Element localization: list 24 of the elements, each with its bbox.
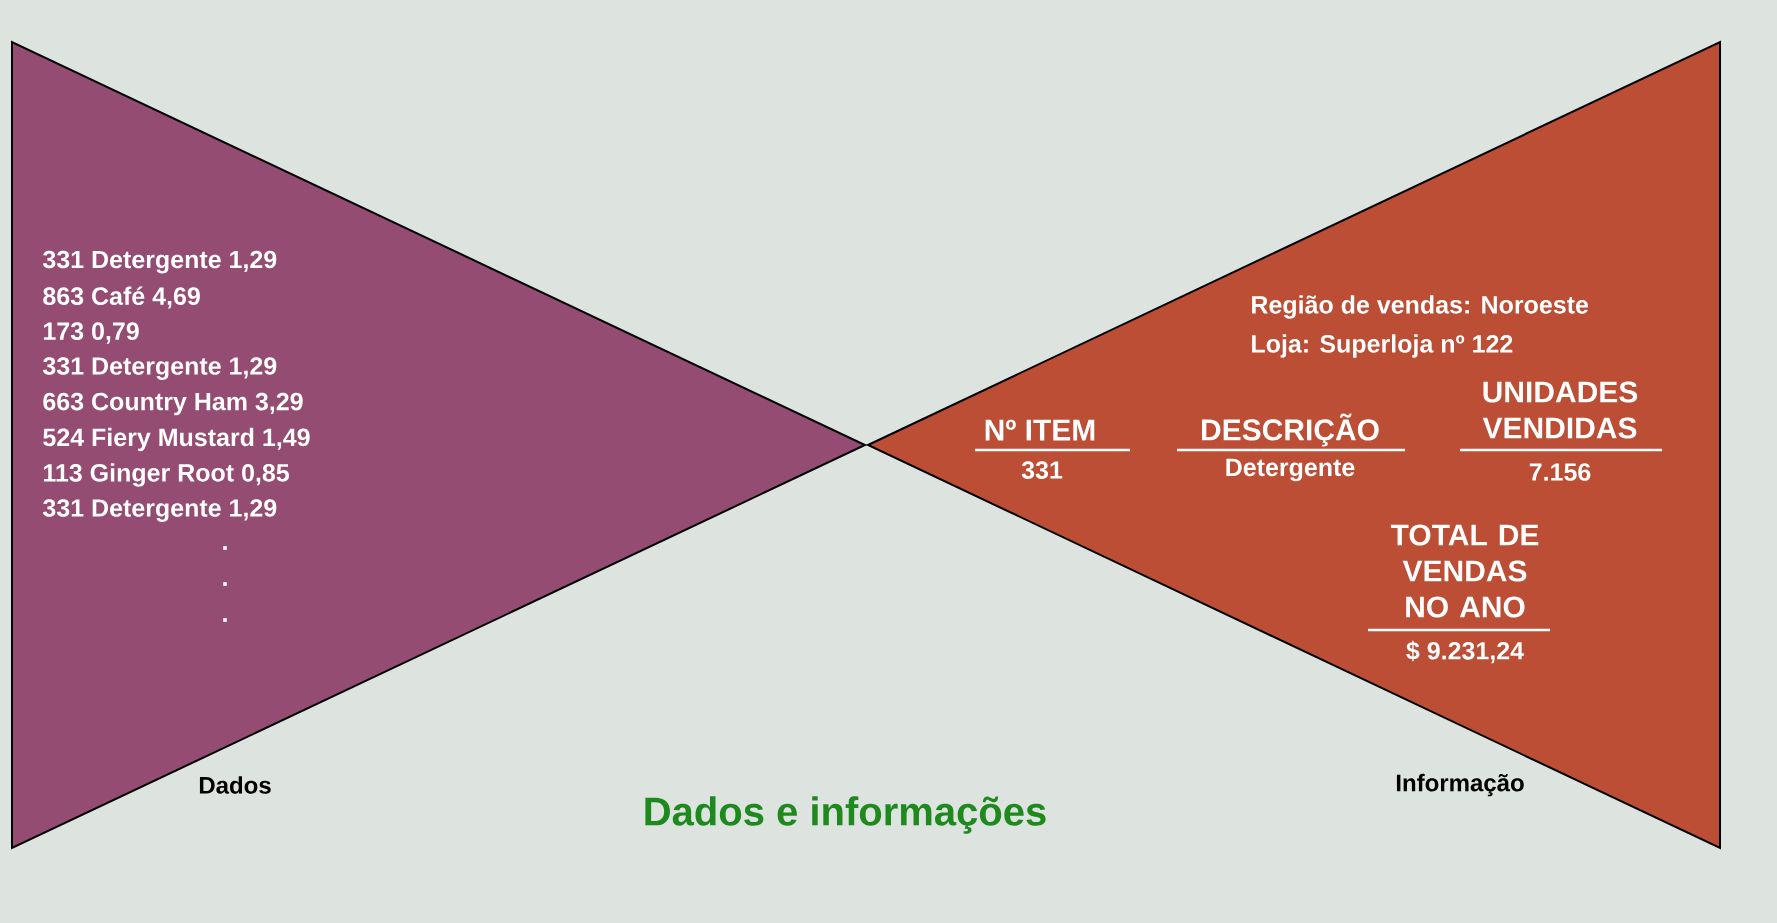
table-value: Detergente <box>1226 458 1355 482</box>
ellipsis-dot: . <box>223 618 227 622</box>
info-line: Loja: Superloja nº 122 <box>1252 334 1513 358</box>
column-heading: TOTAL DE VENDAS NO ANO <box>1390 524 1539 618</box>
list-item: 113 Ginger Root 0,85 <box>44 463 289 487</box>
list-item: 331 Detergente 1,29 <box>42 499 277 522</box>
column-heading: UNIDADES VENDIDAS <box>1482 381 1638 439</box>
ellipsis-dot: . <box>223 582 227 586</box>
table-value: 331 <box>1021 461 1063 479</box>
column-heading: Nº ITEM <box>985 419 1095 441</box>
list-item: 863 Café 4,69 <box>43 286 200 309</box>
triangle-caption: Dados <box>199 776 271 794</box>
table-value: 7.156 <box>1529 463 1591 481</box>
list-item: 663 Country Ham 3,29 <box>43 392 303 416</box>
list-item: 524 Fiery Mustard 1,49 <box>43 427 310 452</box>
diagram-title: Dados e informações <box>645 796 1046 834</box>
table-value: $ 9.231,24 <box>1406 640 1524 664</box>
column-heading: DESCRIÇÃO <box>1202 413 1379 447</box>
list-item: 173 0,79 <box>44 322 139 344</box>
triangle-caption: Informação <box>1396 773 1524 797</box>
list-item: 331 Detergente 1,29 <box>42 357 277 380</box>
ellipsis-dot: . <box>223 546 227 550</box>
list-item: 331 Detergente 1,29 <box>42 250 277 274</box>
info-line: Região de vendas: Noroeste <box>1252 295 1589 319</box>
